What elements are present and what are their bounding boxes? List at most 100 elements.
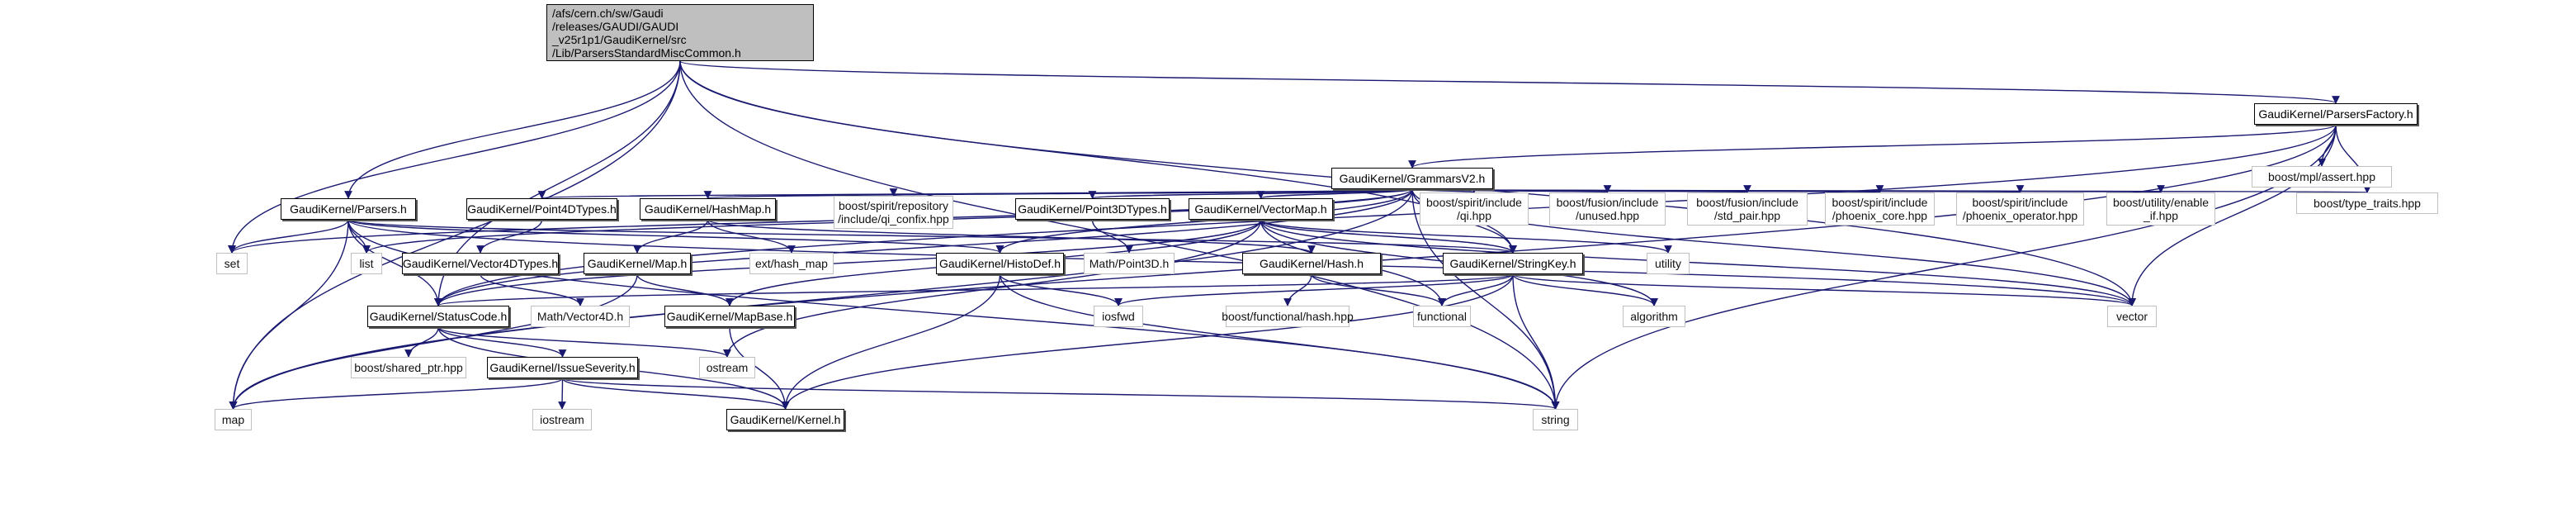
graph-node-label: boost/shared_ptr.hpp xyxy=(354,361,463,374)
graph-node-label: boost/spirit/repository /include/qi_conf… xyxy=(838,199,949,226)
graph-node-histodef[interactable]: GaudiKernel/HistoDef.h xyxy=(936,253,1064,274)
graph-node-point4d[interactable]: GaudiKernel/Point4DTypes.h xyxy=(466,198,617,220)
edge-parsers-to-set xyxy=(228,219,349,254)
graph-node-list[interactable]: list xyxy=(351,253,382,274)
graph-node-vector[interactable]: vector xyxy=(2107,306,2157,327)
graph-node-label: boost/type_traits.hpp xyxy=(2314,197,2421,210)
graph-node-mplassert[interactable]: boost/mpl/assert.hpp xyxy=(2252,166,2392,188)
graph-node-label: iostream xyxy=(540,413,584,426)
graph-node-vector4d[interactable]: GaudiKernel/Vector4DTypes.h xyxy=(402,253,559,274)
graph-node-label: GaudiKernel/ParsersFactory.h xyxy=(2258,107,2413,121)
edge-statuscode-to-ostream xyxy=(437,326,731,358)
graph-node-label: boost/functional/hash.hpp xyxy=(1222,310,1354,323)
graph-node-label: boost/mpl/assert.hpp xyxy=(2268,170,2375,183)
edge-issueseverity-to-iostream xyxy=(558,378,566,410)
graph-node-parsers[interactable]: GaudiKernel/Parsers.h xyxy=(281,198,416,220)
edge-grammars-to-hashmap xyxy=(705,188,1413,199)
graph-node-label: boost/utility/enable _if.hpp xyxy=(2113,196,2209,222)
graph-node-root[interactable]: /afs/cern.ch/sw/Gaudi /releases/GAUDI/GA… xyxy=(546,4,814,61)
graph-node-typetraits[interactable]: boost/type_traits.hpp xyxy=(2296,192,2438,214)
graph-node-qihpp[interactable]: boost/spirit/include /qi.hpp xyxy=(1420,192,1529,226)
edge-stringkey-to-iosfwd xyxy=(1114,273,1514,306)
graph-node-vectormap[interactable]: GaudiKernel/VectorMap.h xyxy=(1189,198,1333,220)
graph-node-label: GaudiKernel/HistoDef.h xyxy=(938,257,1061,270)
graph-node-mapbase[interactable]: GaudiKernel/MapBase.h xyxy=(664,306,795,327)
graph-node-label: GaudiKernel/MapBase.h xyxy=(666,310,793,323)
graph-node-string[interactable]: string xyxy=(1533,409,1578,430)
graph-node-functional[interactable]: functional xyxy=(1413,306,1471,327)
graph-node-label: boost/fusion/include /std_pair.hpp xyxy=(1696,196,1798,222)
graph-node-label: ext/hash_map xyxy=(755,257,828,270)
edge-parsers-to-stringkey xyxy=(347,219,1517,254)
graph-node-label: GaudiKernel/Kernel.h xyxy=(730,413,841,426)
graph-node-map_h[interactable]: GaudiKernel/Map.h xyxy=(584,253,691,274)
graph-node-enableif[interactable]: boost/utility/enable _if.hpp xyxy=(2106,192,2215,226)
graph-node-label: boost/spirit/include /qi.hpp xyxy=(1426,196,1522,222)
graph-node-point3d[interactable]: GaudiKernel/Point3DTypes.h xyxy=(1015,198,1170,220)
edge-histodef-to-kernel xyxy=(781,273,1001,410)
edge-parsers-to-map xyxy=(229,219,349,410)
graph-node-label: GaudiKernel/GrammarsV2.h xyxy=(1339,172,1486,185)
graph-node-label: string xyxy=(1541,413,1570,426)
edge-grammars-to-point3d xyxy=(1089,188,1413,199)
edge-hash-to-functionalhash xyxy=(1283,273,1312,306)
graph-node-label: GaudiKernel/HashMap.h xyxy=(644,202,772,216)
graph-node-statuscode[interactable]: GaudiKernel/StatusCode.h xyxy=(367,306,509,327)
edge-grammars-to-typetraits xyxy=(1411,183,2368,193)
edge-stringkey-to-statuscode xyxy=(434,273,1514,306)
graph-node-label: GaudiKernel/VectorMap.h xyxy=(1194,202,1327,216)
graph-node-unused[interactable]: boost/fusion/include /unused.hpp xyxy=(1549,192,1666,226)
graph-node-iostream[interactable]: iostream xyxy=(532,409,592,430)
graph-node-issueseverity[interactable]: GaudiKernel/IssueSeverity.h xyxy=(487,357,638,378)
graph-node-iosfwd[interactable]: iosfwd xyxy=(1094,306,1143,327)
edge-root-to-set xyxy=(228,60,681,254)
edge-point4d-to-vector4d xyxy=(476,219,543,254)
graph-node-label: GaudiKernel/Point4DTypes.h xyxy=(467,202,617,216)
graph-node-grammars[interactable]: GaudiKernel/GrammarsV2.h xyxy=(1331,168,1493,189)
edge-vector4d-to-mathvector4d xyxy=(480,273,584,306)
graph-node-label: boost/spirit/include /phoenix_operator.h… xyxy=(1962,196,2078,222)
edge-hashmap-to-map_h xyxy=(633,219,709,254)
graph-node-hash[interactable]: GaudiKernel/Hash.h xyxy=(1242,253,1381,274)
graph-node-label: Math/Point3D.h xyxy=(1089,257,1170,270)
graph-node-mathvector4d[interactable]: Math/Vector4D.h xyxy=(531,306,630,327)
graph-node-kernel[interactable]: GaudiKernel/Kernel.h xyxy=(726,409,844,430)
graph-node-label: iosfwd xyxy=(1102,310,1135,323)
graph-node-phxcore[interactable]: boost/spirit/include /phoenix_core.hpp xyxy=(1825,192,1935,226)
graph-node-sharedptr[interactable]: boost/shared_ptr.hpp xyxy=(351,357,466,378)
graph-node-label: utility xyxy=(1655,257,1681,270)
edge-point3d-to-mathpoint3d xyxy=(1091,219,1133,254)
graph-node-map[interactable]: map xyxy=(215,409,252,430)
graph-node-label: GaudiKernel/Hash.h xyxy=(1259,257,1364,270)
graph-node-label: GaudiKernel/Map.h xyxy=(587,257,688,270)
edge-histodef-to-string xyxy=(999,273,1560,410)
edge-stringkey-to-algorithm xyxy=(1512,273,1658,306)
graph-node-hashmap[interactable]: GaudiKernel/HashMap.h xyxy=(640,198,776,220)
graph-node-label: GaudiKernel/IssueSeverity.h xyxy=(489,361,636,374)
edge-grammars-to-set xyxy=(228,188,1413,254)
graph-node-qiconfix[interactable]: boost/spirit/repository /include/qi_conf… xyxy=(834,196,953,229)
graph-node-label: GaudiKernel/StringKey.h xyxy=(1449,257,1576,270)
graph-node-ostream[interactable]: ostream xyxy=(699,357,755,378)
graph-node-algorithm[interactable]: algorithm xyxy=(1623,306,1685,327)
edge-parsers-to-vector xyxy=(347,219,2136,306)
graph-node-parsersfactory[interactable]: GaudiKernel/ParsersFactory.h xyxy=(2254,103,2418,125)
edge-histodef-to-iosfwd xyxy=(999,273,1123,306)
graph-node-mathpoint3d[interactable]: Math/Point3D.h xyxy=(1084,253,1175,274)
graph-node-functionalhash[interactable]: boost/functional/hash.hpp xyxy=(1222,306,1354,327)
edge-hash-to-functional xyxy=(1311,273,1446,306)
graph-node-phxop[interactable]: boost/spirit/include /phoenix_operator.h… xyxy=(1956,192,2084,226)
graph-node-hashmapext[interactable]: ext/hash_map xyxy=(749,253,834,274)
graph-node-stdpair[interactable]: boost/fusion/include /std_pair.hpp xyxy=(1687,192,1808,226)
graph-node-set[interactable]: set xyxy=(216,253,248,274)
graph-node-utility[interactable]: utility xyxy=(1647,253,1690,274)
edge-grammars-to-statuscode xyxy=(434,188,1413,306)
graph-node-label: boost/fusion/include /unused.hpp xyxy=(1556,196,1659,222)
edge-issueseverity-to-map xyxy=(229,378,564,410)
edge-parsers-to-statuscode xyxy=(347,219,442,306)
graph-node-stringkey[interactable]: GaudiKernel/StringKey.h xyxy=(1443,253,1583,274)
edge-vectormap-to-vector xyxy=(1260,219,2136,306)
edge-root-to-parsers xyxy=(344,60,681,199)
edge-hashmap-to-hashmapext xyxy=(707,219,796,254)
